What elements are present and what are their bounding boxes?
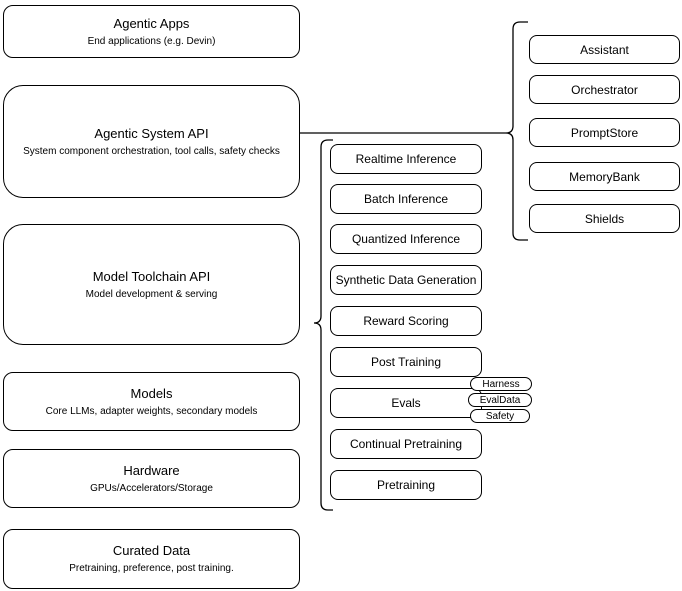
- batch-inference-label: Batch Inference: [363, 192, 449, 206]
- pill-evaldata: EvalData: [468, 393, 532, 407]
- assistant-label: Assistant: [580, 42, 629, 57]
- system-components-brace: [505, 21, 528, 241]
- shields-label: Shields: [584, 211, 625, 226]
- evals-label: Evals: [391, 396, 421, 410]
- evaldata-label: EvalData: [479, 394, 521, 406]
- harness-label: Harness: [482, 378, 520, 390]
- reward-scoring-label: Reward Scoring: [363, 314, 449, 328]
- box-model-toolchain-api: Model Toolchain API Model development & …: [3, 224, 300, 345]
- box-pretraining: Pretraining: [330, 470, 482, 500]
- box-hardware: Hardware GPUs/Accelerators/Storage: [3, 449, 300, 508]
- toolchain-brace: [313, 139, 333, 511]
- agentic-system-api-subtitle: System component orchestration, tool cal…: [23, 145, 280, 157]
- pill-harness: Harness: [470, 377, 532, 391]
- continual-pretraining-label: Continual Pretraining: [349, 437, 463, 451]
- realtime-inference-label: Realtime Inference: [355, 152, 457, 166]
- box-promptstore: PromptStore: [529, 118, 680, 147]
- box-models: Models Core LLMs, adapter weights, secon…: [3, 372, 300, 431]
- model-toolchain-api-title: Model Toolchain API: [92, 268, 211, 284]
- box-batch-inference: Batch Inference: [330, 184, 482, 214]
- pretraining-label: Pretraining: [376, 478, 436, 492]
- models-subtitle: Core LLMs, adapter weights, secondary mo…: [45, 405, 258, 417]
- hardware-subtitle: GPUs/Accelerators/Storage: [90, 482, 213, 494]
- curated-data-subtitle: Pretraining, preference, post training.: [69, 563, 234, 574]
- orchestrator-label: Orchestrator: [571, 82, 638, 97]
- quantized-inference-label: Quantized Inference: [351, 232, 461, 246]
- agentic-system-api-title: Agentic System API: [94, 125, 209, 141]
- models-title: Models: [130, 385, 173, 401]
- promptstore-label: PromptStore: [570, 125, 639, 140]
- box-agentic-system-api: Agentic System API System component orch…: [3, 85, 300, 198]
- memorybank-label: MemoryBank: [569, 169, 640, 184]
- box-evals: Evals: [330, 388, 482, 418]
- post-training-label: Post Training: [370, 355, 442, 369]
- box-agentic-apps: Agentic Apps End applications (e.g. Devi…: [3, 5, 300, 58]
- hardware-title: Hardware: [123, 462, 180, 478]
- box-shields: Shields: [529, 204, 680, 233]
- box-quantized-inference: Quantized Inference: [330, 224, 482, 254]
- agentic-apps-subtitle: End applications (e.g. Devin): [87, 35, 216, 47]
- safety-label: Safety: [485, 410, 515, 422]
- box-assistant: Assistant: [529, 35, 680, 64]
- box-curated-data: Curated Data Pretraining, preference, po…: [3, 529, 300, 589]
- synthetic-data-generation-label: Synthetic Data Generation: [335, 273, 477, 287]
- pill-safety: Safety: [470, 409, 530, 423]
- box-realtime-inference: Realtime Inference: [330, 144, 482, 174]
- box-orchestrator: Orchestrator: [529, 75, 680, 104]
- box-post-training: Post Training: [330, 347, 482, 377]
- box-synthetic-data-generation: Synthetic Data Generation: [330, 265, 482, 295]
- agentic-apps-title: Agentic Apps: [113, 15, 190, 31]
- box-continual-pretraining: Continual Pretraining: [330, 429, 482, 459]
- box-memorybank: MemoryBank: [529, 162, 680, 191]
- curated-data-title: Curated Data: [112, 543, 191, 558]
- model-toolchain-api-subtitle: Model development & serving: [85, 288, 218, 300]
- box-reward-scoring: Reward Scoring: [330, 306, 482, 336]
